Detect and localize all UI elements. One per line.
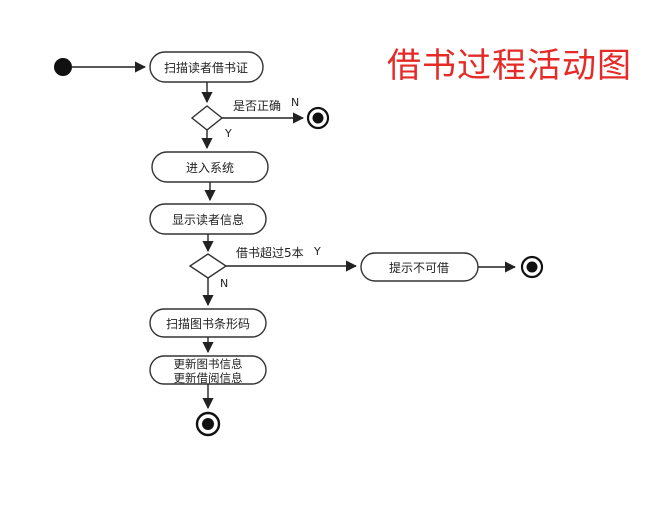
end-node-2 [520,255,544,279]
action-enter-system-label: 进入系统 [186,161,234,175]
guard-correct-no: N [291,96,299,109]
action-scan-barcode: 扫描图书条形码 [149,308,267,338]
decision-is-correct-label: 是否正确 [233,99,281,113]
decision-is-correct [190,105,224,131]
diagram-title: 借书过程活动图 [387,46,632,86]
guard-over-no: N [220,277,228,290]
action-enter-system: 进入系统 [151,151,269,183]
start-node [54,58,72,76]
action-notify-cannot-borrow-label: 提示不可借 [389,260,449,275]
decision-over-limit [188,253,228,279]
guard-over-yes: Y [313,245,321,258]
guard-correct-yes: Y [224,127,232,140]
action-update-info: 更新图书信息 更新借阅信息 [149,355,267,385]
action-show-reader-info: 显示读者信息 [149,203,267,235]
decision-over-limit-label: 借书超过5本 [236,245,304,260]
action-notify-cannot-borrow: 提示不可借 [360,252,479,282]
action-update-info-line2: 更新借阅信息 [174,371,243,385]
action-update-info-line1: 更新图书信息 [174,357,243,371]
end-node-3 [195,411,221,437]
action-show-reader-info-label: 显示读者信息 [172,212,244,227]
end-node-1 [306,106,330,130]
action-scan-card: 扫描读者借书证 [149,51,264,83]
action-scan-card-label: 扫描读者借书证 [164,61,248,75]
action-scan-barcode-label: 扫描图书条形码 [166,317,250,331]
